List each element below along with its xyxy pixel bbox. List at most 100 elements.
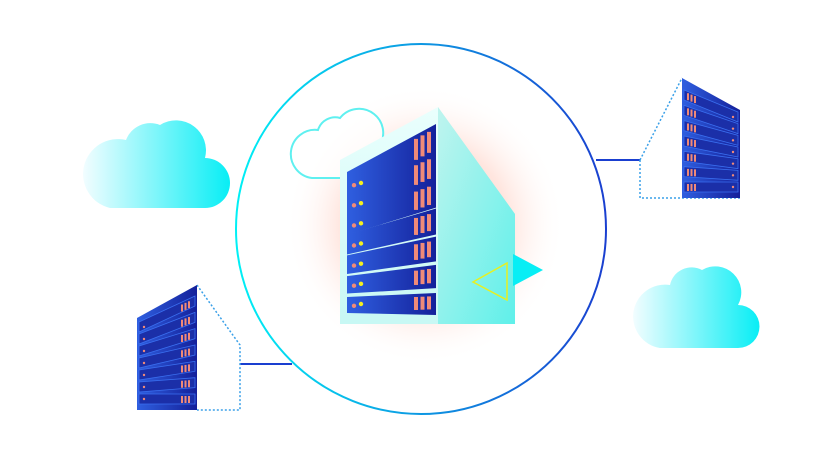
central-server — [340, 107, 543, 324]
led-pink — [731, 139, 735, 142]
vent-slot — [184, 380, 187, 388]
server-unit — [347, 208, 436, 255]
vent-slot — [687, 153, 689, 161]
vent-slot — [184, 302, 187, 310]
vent-slot — [690, 94, 693, 102]
vent-slot — [188, 380, 190, 388]
server-unit — [683, 166, 739, 181]
led-pink — [731, 162, 735, 165]
vent-slot — [188, 317, 190, 325]
vent-slot — [188, 364, 190, 372]
vent-slot — [184, 318, 187, 326]
server-unit — [683, 89, 739, 123]
server-units — [683, 89, 739, 193]
vent-slot — [181, 396, 183, 403]
vent-slot — [184, 333, 187, 341]
server-unit — [347, 293, 436, 315]
led-pink — [351, 183, 357, 188]
vent-slot — [420, 242, 425, 259]
vent-slot — [427, 131, 431, 153]
vent-slot — [414, 165, 418, 185]
led-yellow — [358, 180, 364, 186]
led-pink — [142, 361, 146, 365]
vent-slot — [414, 270, 418, 285]
led-pink — [351, 283, 357, 288]
led-pink — [142, 373, 146, 377]
led-pink — [731, 174, 735, 177]
triangle-outline-icon — [471, 261, 508, 302]
led-pink — [351, 203, 357, 208]
led-yellow — [358, 221, 364, 226]
vent-slot — [690, 184, 693, 191]
vent-slot — [414, 191, 418, 210]
led-pink — [142, 325, 146, 329]
server-unit — [138, 393, 196, 405]
vent-slot — [687, 93, 689, 101]
vent-slot — [181, 350, 183, 358]
vent-slot — [687, 138, 689, 146]
vent-slot — [420, 135, 425, 157]
led-pink — [142, 349, 146, 353]
led-pink — [142, 337, 146, 341]
vent-slot — [184, 349, 187, 357]
small-server-left — [137, 284, 241, 411]
vent-slot — [188, 332, 190, 340]
led-yellow — [358, 301, 364, 307]
vent-slot — [181, 319, 183, 327]
server-unit — [683, 120, 739, 146]
led-pink — [731, 127, 735, 130]
cloud-icon-right — [633, 266, 760, 348]
vent-slot — [427, 159, 431, 179]
vent-slot — [694, 96, 696, 104]
vent-slot — [420, 216, 425, 234]
led-pink — [351, 223, 357, 228]
vent-slot — [694, 110, 696, 118]
led-pink — [142, 385, 146, 389]
dotted-outline-left — [196, 284, 241, 411]
vent-slot — [420, 189, 425, 208]
vent-slot — [687, 184, 689, 191]
vent-slot — [414, 296, 418, 310]
vent-slot — [420, 162, 425, 182]
vent-slot — [694, 154, 696, 162]
vent-slot — [181, 304, 183, 312]
vent-slot — [427, 241, 431, 258]
vent-slot — [690, 139, 693, 147]
server-units — [347, 124, 436, 315]
server-unit — [683, 104, 739, 135]
server-unit — [683, 181, 739, 193]
vent-slot — [427, 296, 431, 310]
vent-slot — [414, 217, 418, 235]
led-pink — [351, 303, 357, 308]
play-triangle-icon — [513, 254, 543, 286]
small-server-right — [639, 77, 740, 199]
vent-slot — [181, 335, 183, 342]
vent-slot — [188, 301, 190, 309]
vent-slot — [184, 364, 187, 372]
led-pink — [731, 185, 735, 189]
vent-slot — [427, 268, 431, 284]
led-yellow — [358, 241, 364, 246]
vent-slot — [690, 109, 693, 117]
led-pink — [731, 115, 735, 119]
vent-slot — [181, 365, 183, 373]
vent-slot — [427, 214, 431, 232]
vent-slot — [184, 396, 187, 403]
vent-slot — [420, 296, 425, 310]
vent-slot — [694, 169, 696, 177]
led-yellow — [358, 281, 364, 287]
central-ring — [235, 43, 607, 415]
led-pink — [351, 263, 357, 268]
vent-slot — [414, 244, 418, 260]
vent-slot — [687, 123, 689, 131]
vent-slot — [188, 348, 190, 356]
server-unit — [683, 135, 739, 158]
vent-slot — [690, 169, 693, 177]
server-unit — [347, 152, 436, 216]
vent-slot — [694, 125, 696, 133]
server-unit — [347, 264, 436, 294]
dotted-edge-right — [639, 77, 683, 161]
vent-slot — [694, 140, 696, 148]
server-unit — [683, 150, 739, 170]
vent-slot — [690, 154, 693, 162]
